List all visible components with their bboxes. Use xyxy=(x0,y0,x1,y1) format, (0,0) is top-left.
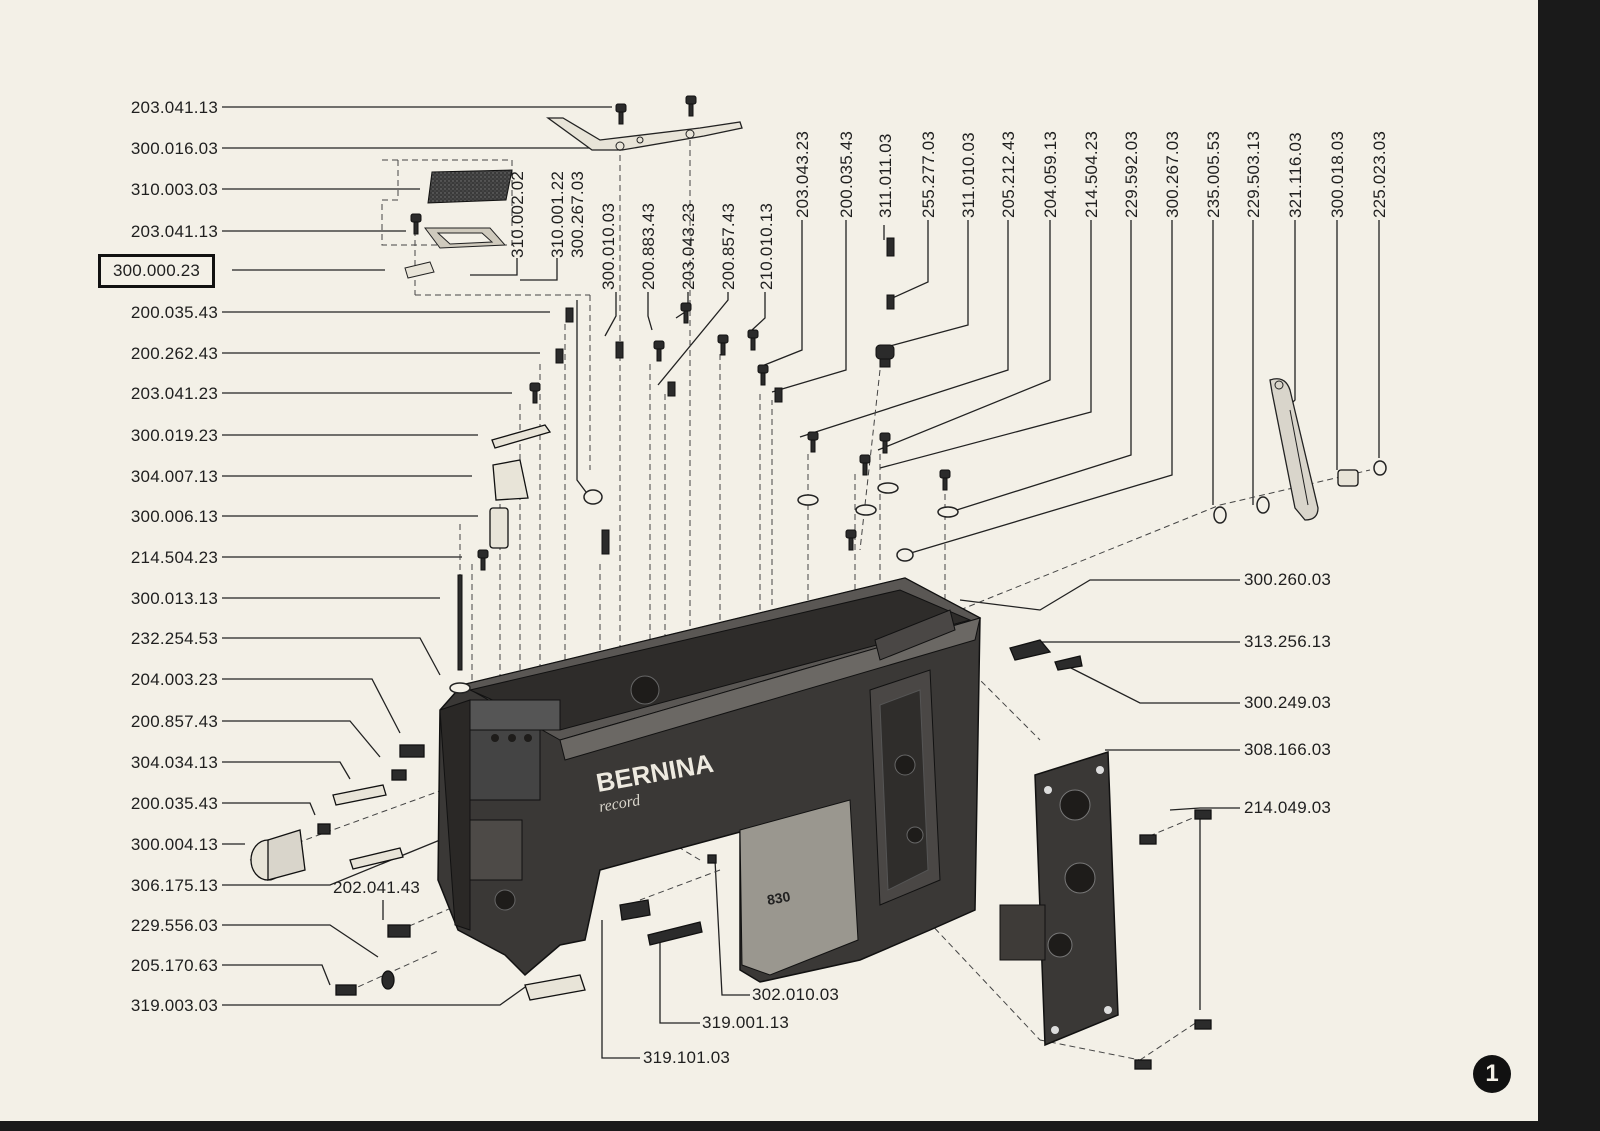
part-label: 310.002.02 xyxy=(508,170,527,258)
part-label: 300.267.03 xyxy=(1163,130,1182,218)
part-label: 321.116.03 xyxy=(1286,132,1305,218)
pins-and-sleeves xyxy=(250,424,1359,1070)
part-label: 300.013.13 xyxy=(130,589,218,608)
top-leader-lines xyxy=(470,220,1380,556)
part-label: 229.556.03 xyxy=(130,916,218,935)
part-label: 255.277.03 xyxy=(919,130,938,218)
part-label: 310.003.03 xyxy=(130,180,218,199)
part-label: 306.175.13 xyxy=(130,876,218,895)
part-label: 204.003.23 xyxy=(130,670,218,689)
part-label: 225.023.03 xyxy=(1370,130,1389,218)
part-label: 200.857.43 xyxy=(719,202,738,290)
housing-casting xyxy=(437,577,982,983)
part-label: 203.041.13 xyxy=(130,98,218,117)
part-label: 205.212.43 xyxy=(999,130,1018,218)
part-label: 319.101.03 xyxy=(643,1048,731,1067)
part-label: 200.857.43 xyxy=(130,712,218,731)
part-label: 202.041.43 xyxy=(333,878,421,897)
part-label: 200.035.43 xyxy=(130,303,218,322)
foam-block-part xyxy=(404,169,513,279)
part-label: 319.001.13 xyxy=(702,1013,790,1032)
exploded-view-diagram: BERNINA record 830 xyxy=(222,95,1387,1070)
part-label: 313.256.13 xyxy=(1244,632,1332,651)
part-label: 300.016.03 xyxy=(130,139,218,158)
model-badge-text: 830 xyxy=(766,888,792,908)
part-label: 300.260.03 xyxy=(1244,570,1332,589)
right-leader-lines xyxy=(959,579,1240,1010)
part-label: 214.049.03 xyxy=(1244,798,1332,817)
part-label: 200.883.43 xyxy=(639,202,658,290)
part-label: 229.592.03 xyxy=(1122,130,1141,218)
part-label: 311.011.03 xyxy=(876,133,895,218)
part-label: 229.503.13 xyxy=(1244,130,1263,218)
part-label: 200.262.43 xyxy=(130,344,218,363)
part-label: 300.010.03 xyxy=(599,202,618,290)
part-label: 304.007.13 xyxy=(130,467,218,486)
part-label: 203.043.23 xyxy=(793,130,812,218)
washers xyxy=(449,460,1387,694)
lever-part xyxy=(1269,378,1319,521)
part-label: 302.010.03 xyxy=(752,985,840,1004)
part-label: 300.018.03 xyxy=(1328,130,1347,218)
part-label: 232.254.53 xyxy=(130,629,218,648)
part-label: 311.010.03 xyxy=(959,132,978,218)
part-label: 235.005.53 xyxy=(1204,130,1223,218)
back-plate-part xyxy=(999,750,1119,1047)
parts-sheet: BERNINA record 830 xyxy=(0,0,1538,1121)
part-label: 319.003.03 xyxy=(130,996,218,1015)
top-plate-part xyxy=(546,117,743,151)
part-label: 210.010.13 xyxy=(757,202,776,290)
bottom-leader-lines xyxy=(382,859,750,1059)
part-label: 310.001.22 xyxy=(548,170,567,258)
part-label: 203.041.13 xyxy=(130,222,218,241)
part-label: 300.249.03 xyxy=(1244,693,1332,712)
part-label: 300.006.13 xyxy=(130,507,218,526)
part-label: 300.019.23 xyxy=(130,426,218,445)
assembly-axis-lines xyxy=(249,140,1371,1061)
part-label-highlighted: 300.000.23 xyxy=(98,254,216,288)
part-label: 203.043.23 xyxy=(679,202,698,290)
part-label: 200.035.43 xyxy=(837,130,856,218)
page-number-badge: 1 xyxy=(1473,1055,1511,1093)
left-leader-lines xyxy=(222,106,612,1006)
part-label: 300.004.13 xyxy=(130,835,218,854)
part-label: 214.504.23 xyxy=(1082,130,1101,218)
part-label: 300.267.03 xyxy=(568,170,587,258)
part-label: 308.166.03 xyxy=(1244,740,1332,759)
part-label: 214.504.23 xyxy=(130,548,218,567)
part-label: 200.035.43 xyxy=(130,794,218,813)
part-label: 204.059.13 xyxy=(1041,130,1060,218)
part-label: 205.170.63 xyxy=(130,956,218,975)
small-parts xyxy=(410,95,951,671)
part-label: 304.034.13 xyxy=(130,753,218,772)
part-label: 203.041.23 xyxy=(130,384,218,403)
